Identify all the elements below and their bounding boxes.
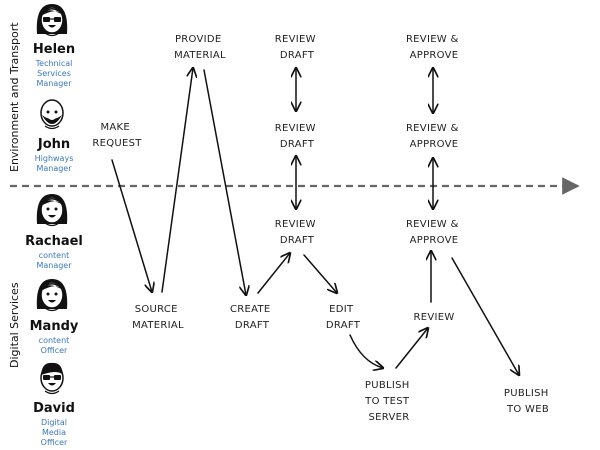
avatar-rachael: [36, 194, 68, 227]
person-role: Digital: [41, 418, 67, 427]
arrow-edit-to-publish-test: [349, 334, 383, 368]
person-role: Media: [42, 428, 66, 437]
step-source-material: SOURCE MATERIAL: [132, 304, 184, 331]
person-role: content: [39, 251, 70, 260]
group-label-environment: Environment and Transport: [8, 22, 21, 172]
avatar-helen: [36, 4, 68, 37]
person-name: Rachael: [25, 234, 83, 249]
person-role: Services: [37, 69, 71, 78]
person-role: Manager: [36, 79, 72, 88]
step-edit-draft: EDIT DRAFT: [326, 304, 361, 331]
person-name: Mandy: [30, 319, 79, 334]
avatar-john: [40, 99, 64, 130]
step-review-draft-1: REVIEW DRAFT: [275, 34, 320, 61]
step-publish-web: PUBLISH TO WEB: [504, 388, 552, 415]
step-review-approve-2: REVIEW & APPROVE: [406, 123, 462, 150]
step-review-approve-1: REVIEW & APPROVE: [406, 34, 462, 61]
arrow-request-to-source: [111, 159, 152, 292]
person-name: Helen: [33, 42, 75, 57]
person-role: content: [39, 336, 70, 345]
step-create-draft: CREATE DRAFT: [230, 304, 274, 331]
step-provide-material: PROVIDE MATERIAL: [174, 34, 226, 61]
people-column: HelenTechnicalServicesManagerJohnHighway…: [25, 4, 83, 447]
avatar-david: [40, 362, 64, 395]
step-review: REVIEW: [413, 312, 454, 323]
person-role: Officer: [41, 346, 68, 355]
person-name: David: [33, 401, 75, 416]
arrow-create-to-review: [257, 253, 290, 294]
person-role: Technical: [35, 59, 73, 68]
person-role: Highways: [35, 154, 74, 163]
person-name: John: [37, 137, 70, 152]
avatar-mandy: [36, 279, 68, 312]
step-review-draft-3: REVIEW DRAFT: [275, 219, 320, 246]
person-role: Manager: [36, 164, 72, 173]
person-role: Manager: [36, 261, 72, 270]
arrows-layer: [111, 68, 519, 375]
arrow-provide-to-create: [203, 69, 246, 295]
person-role: Officer: [41, 438, 68, 447]
arrow-publish-test-to-review: [395, 328, 428, 369]
group-label-digital: Digital Services: [8, 282, 21, 368]
step-make-request: MAKE REQUEST: [92, 122, 142, 149]
arrow-review-to-edit: [303, 254, 337, 293]
arrow-approve-to-publish-web: [451, 257, 519, 375]
step-review-draft-2: REVIEW DRAFT: [275, 123, 320, 150]
step-publish-test: PUBLISH TO TEST SERVER: [364, 380, 413, 423]
step-review-approve-3: REVIEW & APPROVE: [406, 219, 462, 246]
arrow-source-to-provide: [161, 68, 193, 293]
